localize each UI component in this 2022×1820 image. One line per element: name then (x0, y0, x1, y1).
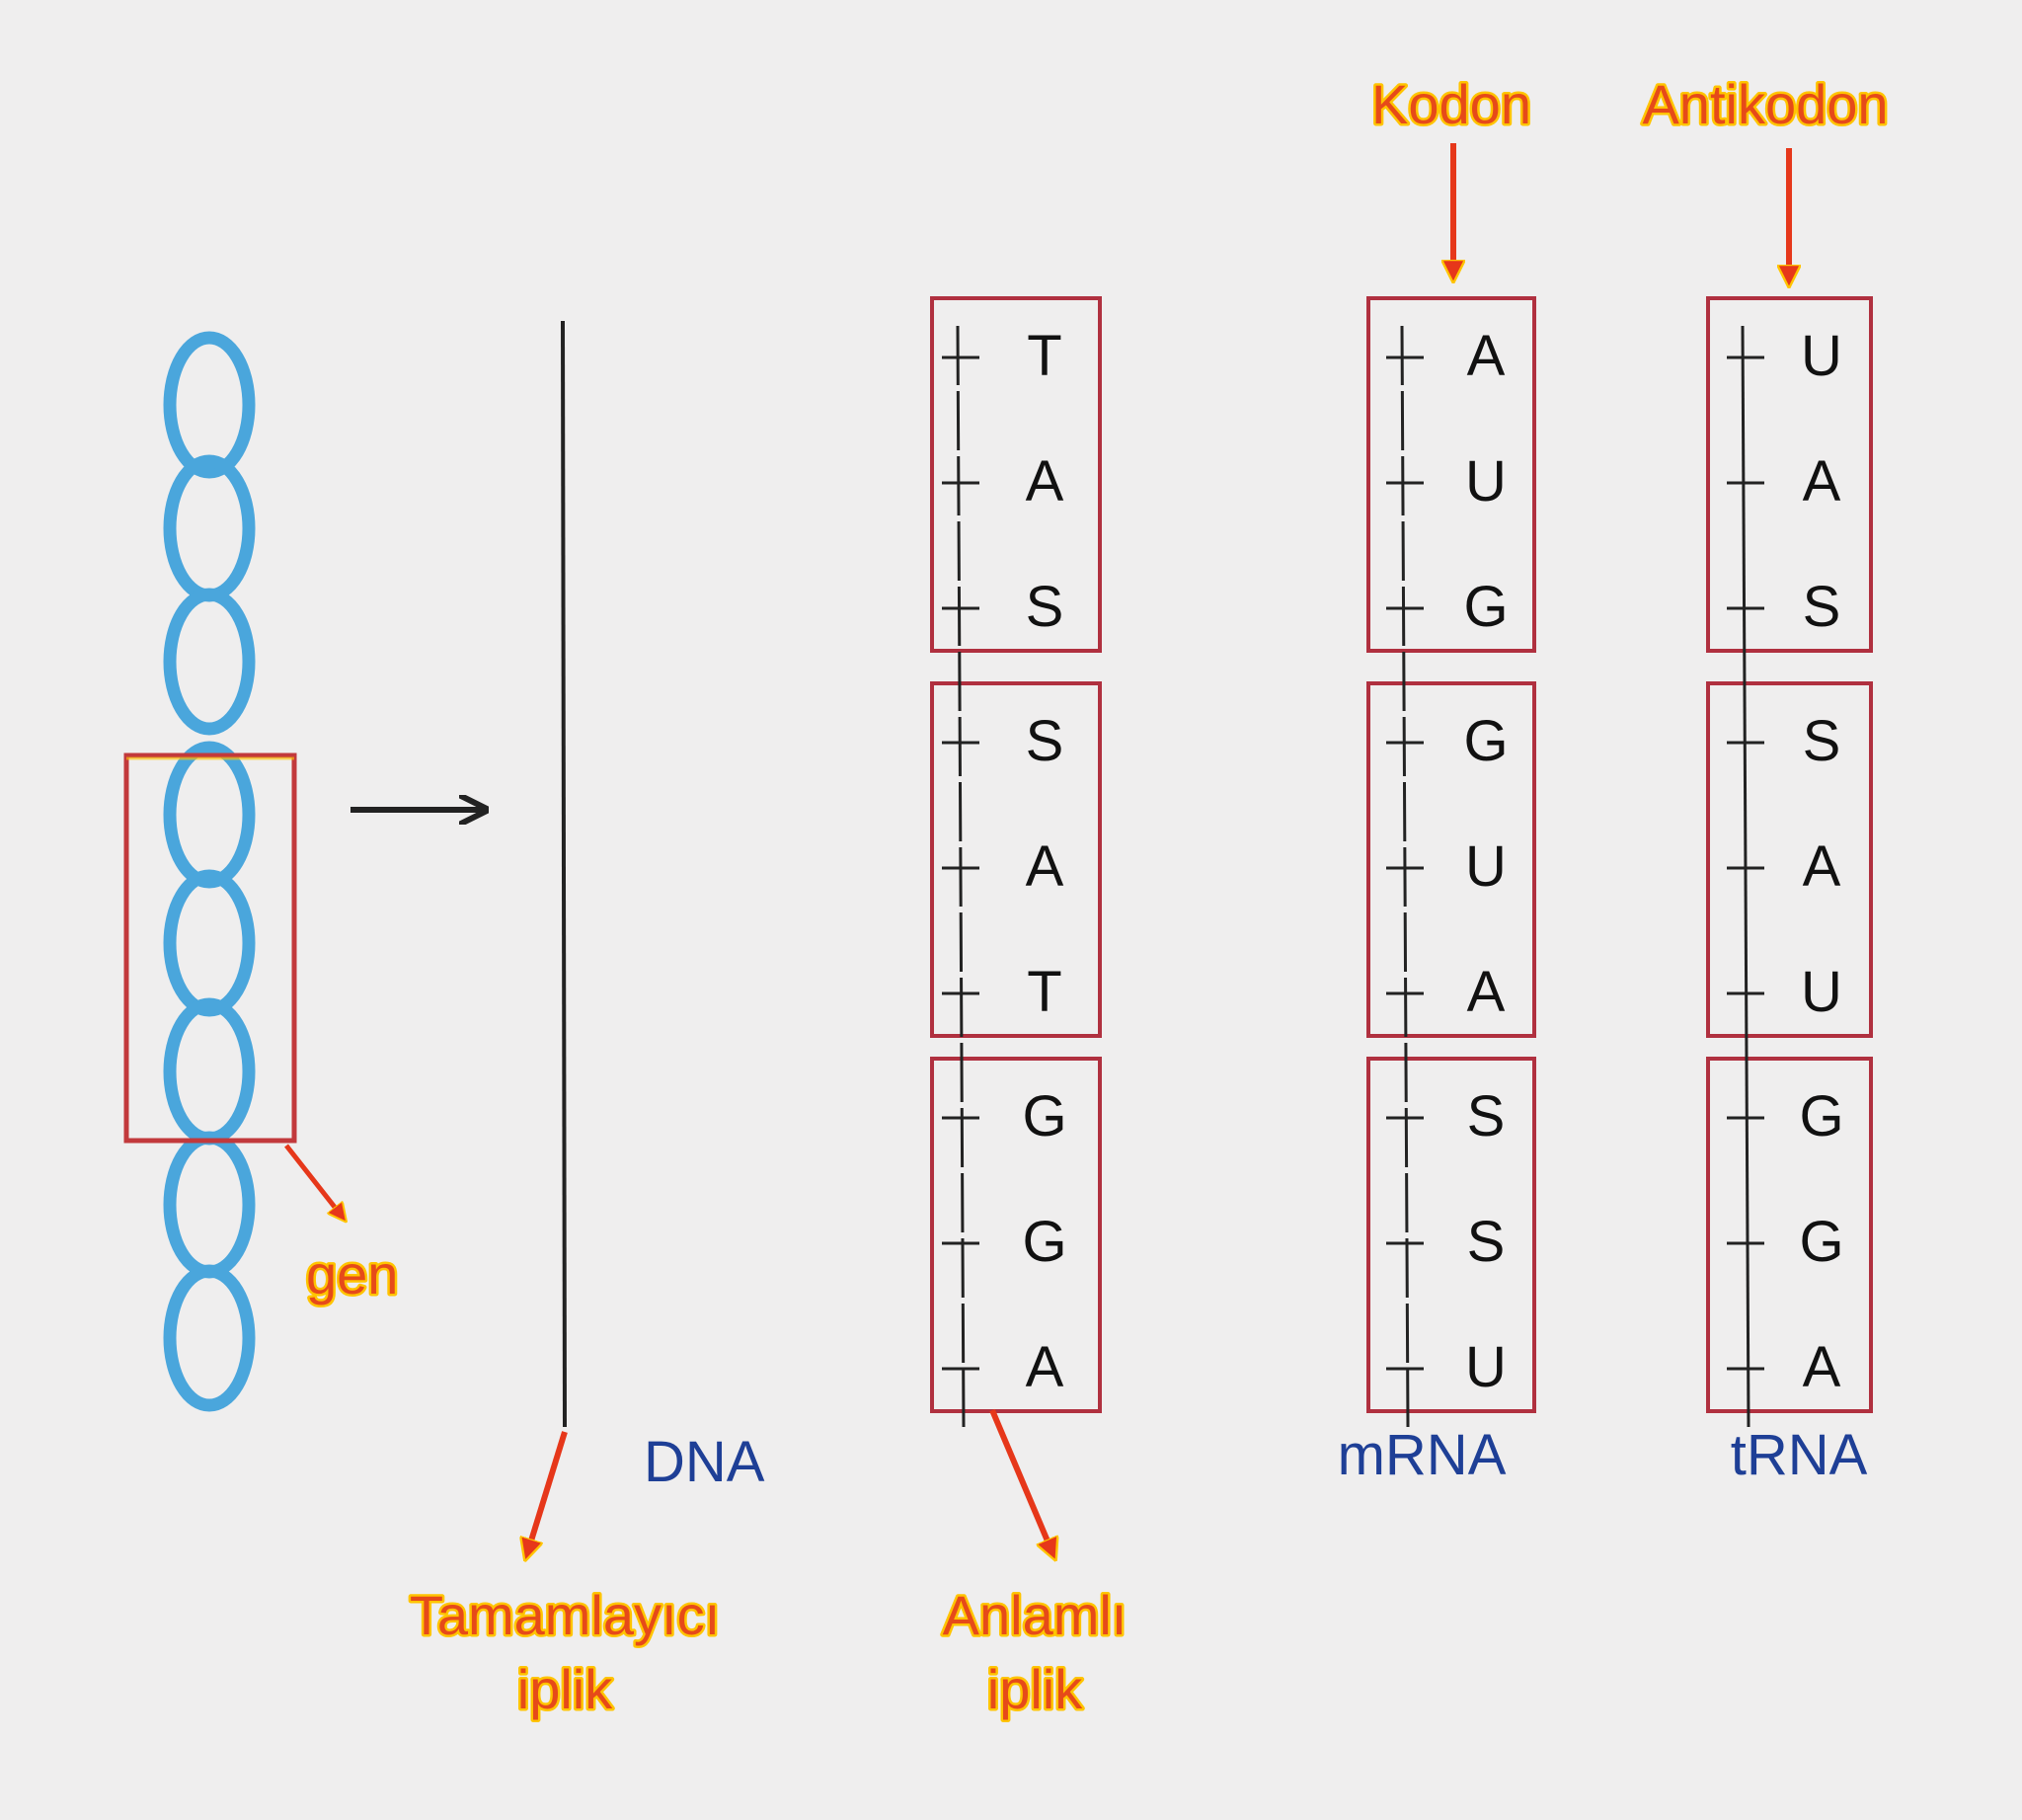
base-letter: S (1467, 1210, 1506, 1274)
mrna-label: mRNA (1338, 1423, 1507, 1487)
dna-helix (163, 331, 256, 1412)
codon-box (1706, 1057, 1873, 1413)
strand-backbone (1741, 325, 1750, 1428)
template-strand-arrow (528, 1431, 568, 1550)
gen-label: gen (306, 1243, 398, 1306)
helix-loop (163, 997, 256, 1146)
base-letter: A (1026, 449, 1064, 514)
base-letter: U (1465, 834, 1507, 899)
base-letter: S (1026, 709, 1064, 773)
strand-backbone (1400, 325, 1410, 1428)
helix-loop (163, 331, 256, 479)
helix-loop (163, 869, 256, 1017)
anlamli-label: Anlamlı (943, 1584, 1128, 1646)
base-letter: G (1799, 1210, 1843, 1274)
codon-box (1366, 296, 1536, 653)
base-letter: U (1801, 324, 1842, 388)
base-letter: S (1803, 709, 1841, 773)
base-letter: S (1803, 575, 1841, 639)
strand-backbone (956, 325, 966, 1428)
helix-loop (163, 454, 256, 602)
base-letter: A (1026, 1335, 1064, 1399)
helix-loop (163, 741, 256, 889)
base-letter: A (1467, 324, 1506, 388)
codon-box (930, 681, 1102, 1038)
base-letter: G (1022, 1084, 1066, 1148)
base-letter: A (1467, 960, 1506, 1024)
base-letter: A (1803, 834, 1841, 899)
base-letter: U (1801, 960, 1842, 1024)
anlamli-strand-arrow (989, 1408, 1051, 1550)
codon-box (1706, 681, 1873, 1038)
antikodon-label: Antikodon (1642, 73, 1888, 135)
base-letter: T (1027, 324, 1061, 388)
helix-loop (163, 588, 256, 736)
base-letter: A (1803, 1335, 1841, 1399)
codon-box (1706, 296, 1873, 653)
base-letter: U (1465, 1335, 1507, 1399)
base-letter: G (1799, 1084, 1843, 1148)
helix-loop (163, 1264, 256, 1412)
helix-loop (163, 1131, 256, 1279)
anlamli-iplik-label: iplik (987, 1658, 1083, 1720)
base-letter: S (1026, 575, 1064, 639)
base-letter: S (1467, 1084, 1506, 1148)
template-strand-line (561, 320, 567, 1428)
gen-pointer-arrow (284, 1144, 341, 1215)
codon-box (1366, 1057, 1536, 1413)
base-letter: U (1465, 449, 1507, 514)
base-letter: G (1463, 709, 1508, 773)
kodon-label: Kodon (1371, 73, 1531, 135)
codon-box (930, 1057, 1102, 1413)
base-letter: T (1027, 960, 1061, 1024)
gene-box (123, 752, 297, 1144)
tamamlayici-label: Tamamlayıcı (410, 1584, 720, 1646)
tamamlayici-iplik-label: iplik (517, 1658, 613, 1720)
base-letter: A (1026, 834, 1064, 899)
trna-label: tRNA (1731, 1423, 1868, 1487)
codon-box (930, 296, 1102, 653)
codon-box (1366, 681, 1536, 1038)
dna-label: DNA (644, 1430, 765, 1494)
base-letter: G (1022, 1210, 1066, 1274)
base-letter: G (1463, 575, 1508, 639)
base-letter: A (1803, 449, 1841, 514)
